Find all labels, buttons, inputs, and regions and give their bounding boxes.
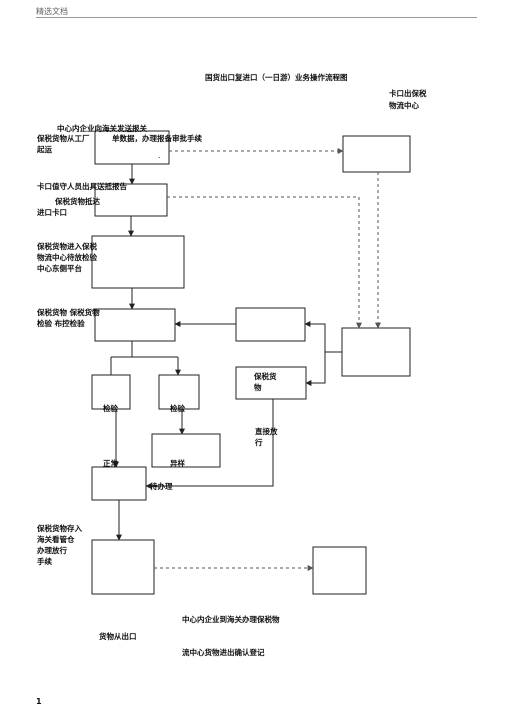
box-platform [91,235,185,289]
label-step2-b: 保税货物抵达 [55,197,100,206]
box-end-right [312,546,367,595]
label-step5-d: 手续 [37,557,52,566]
label-step2-c: 进口卡口 [37,208,67,217]
page-number: 1 [36,697,42,706]
label-bottom-3: 流中心货物进出确认登记 [182,648,265,657]
box-kakou-right [341,327,411,377]
label-step1-d: 起运 [37,145,52,154]
label-step1-dot: . [158,151,161,160]
label-bonded-a: 保税货 [254,372,277,381]
label-step3-b: 物流中心待放检验 [37,253,97,262]
label-bottom-1: 中心内企业到海关办理保税物 [182,615,280,624]
label-step5-b: 海关看管仓 [37,535,75,544]
label-step1-c: 单数据，办理报备审批手续 [112,134,202,143]
label-kakou-2: 物流中心 [389,101,419,110]
label-step4-b: 检验 布控检验 [37,319,85,328]
label-step5-a: 保税货物存入 [37,524,82,533]
arrow-direct-release [145,399,274,489]
label-bonded-b: 物 [254,383,262,392]
label-step3-c: 中心东侧平台 [37,264,82,273]
label-step2-a: 卡口值守人员出具送抵报告 [37,182,127,191]
label-step1-b: 保税货物从工厂 [37,134,90,143]
arrow-kakou-to-mid [305,324,342,345]
box-abnormal [151,433,221,468]
box-store [91,539,155,595]
box-normal [91,466,147,501]
box-inspect-main [94,308,176,342]
label-abnormal: 异样 [170,459,185,468]
label-step1-a: 中心内企业向海关发送报关 [57,124,147,133]
header-rule [36,17,477,18]
label-step3-a: 保税货物进入保税 [37,242,97,251]
label-kakou-1: 卡口出保税 [389,89,427,98]
label-inspect-right: 检验 [170,404,185,413]
label-bottom-2: 货物从出口 [99,632,137,641]
box-mid-right [235,307,306,342]
box-kakou-top [342,135,411,173]
dash-arrive-right [167,196,362,329]
label-direct-b: 行 [255,438,263,447]
arrow-branch [110,341,178,375]
label-direct-a: 直接放 [255,427,278,436]
label-step5-c: 办理放行 [37,546,67,555]
page-title: 国货出口复进口（一日游）业务操作流程图 [205,73,348,82]
label-step4-a: 保税货物 保税货物 [37,308,100,317]
label-wait: 待办理 [150,482,173,491]
header-label: 精选文档 [36,7,68,16]
arrow-kakou-to-bonded [305,352,326,386]
label-inspect-left: 检验 [103,404,118,413]
arrow-kakou-to-mid-line [304,321,342,353]
label-normal: 正常 [103,459,118,468]
